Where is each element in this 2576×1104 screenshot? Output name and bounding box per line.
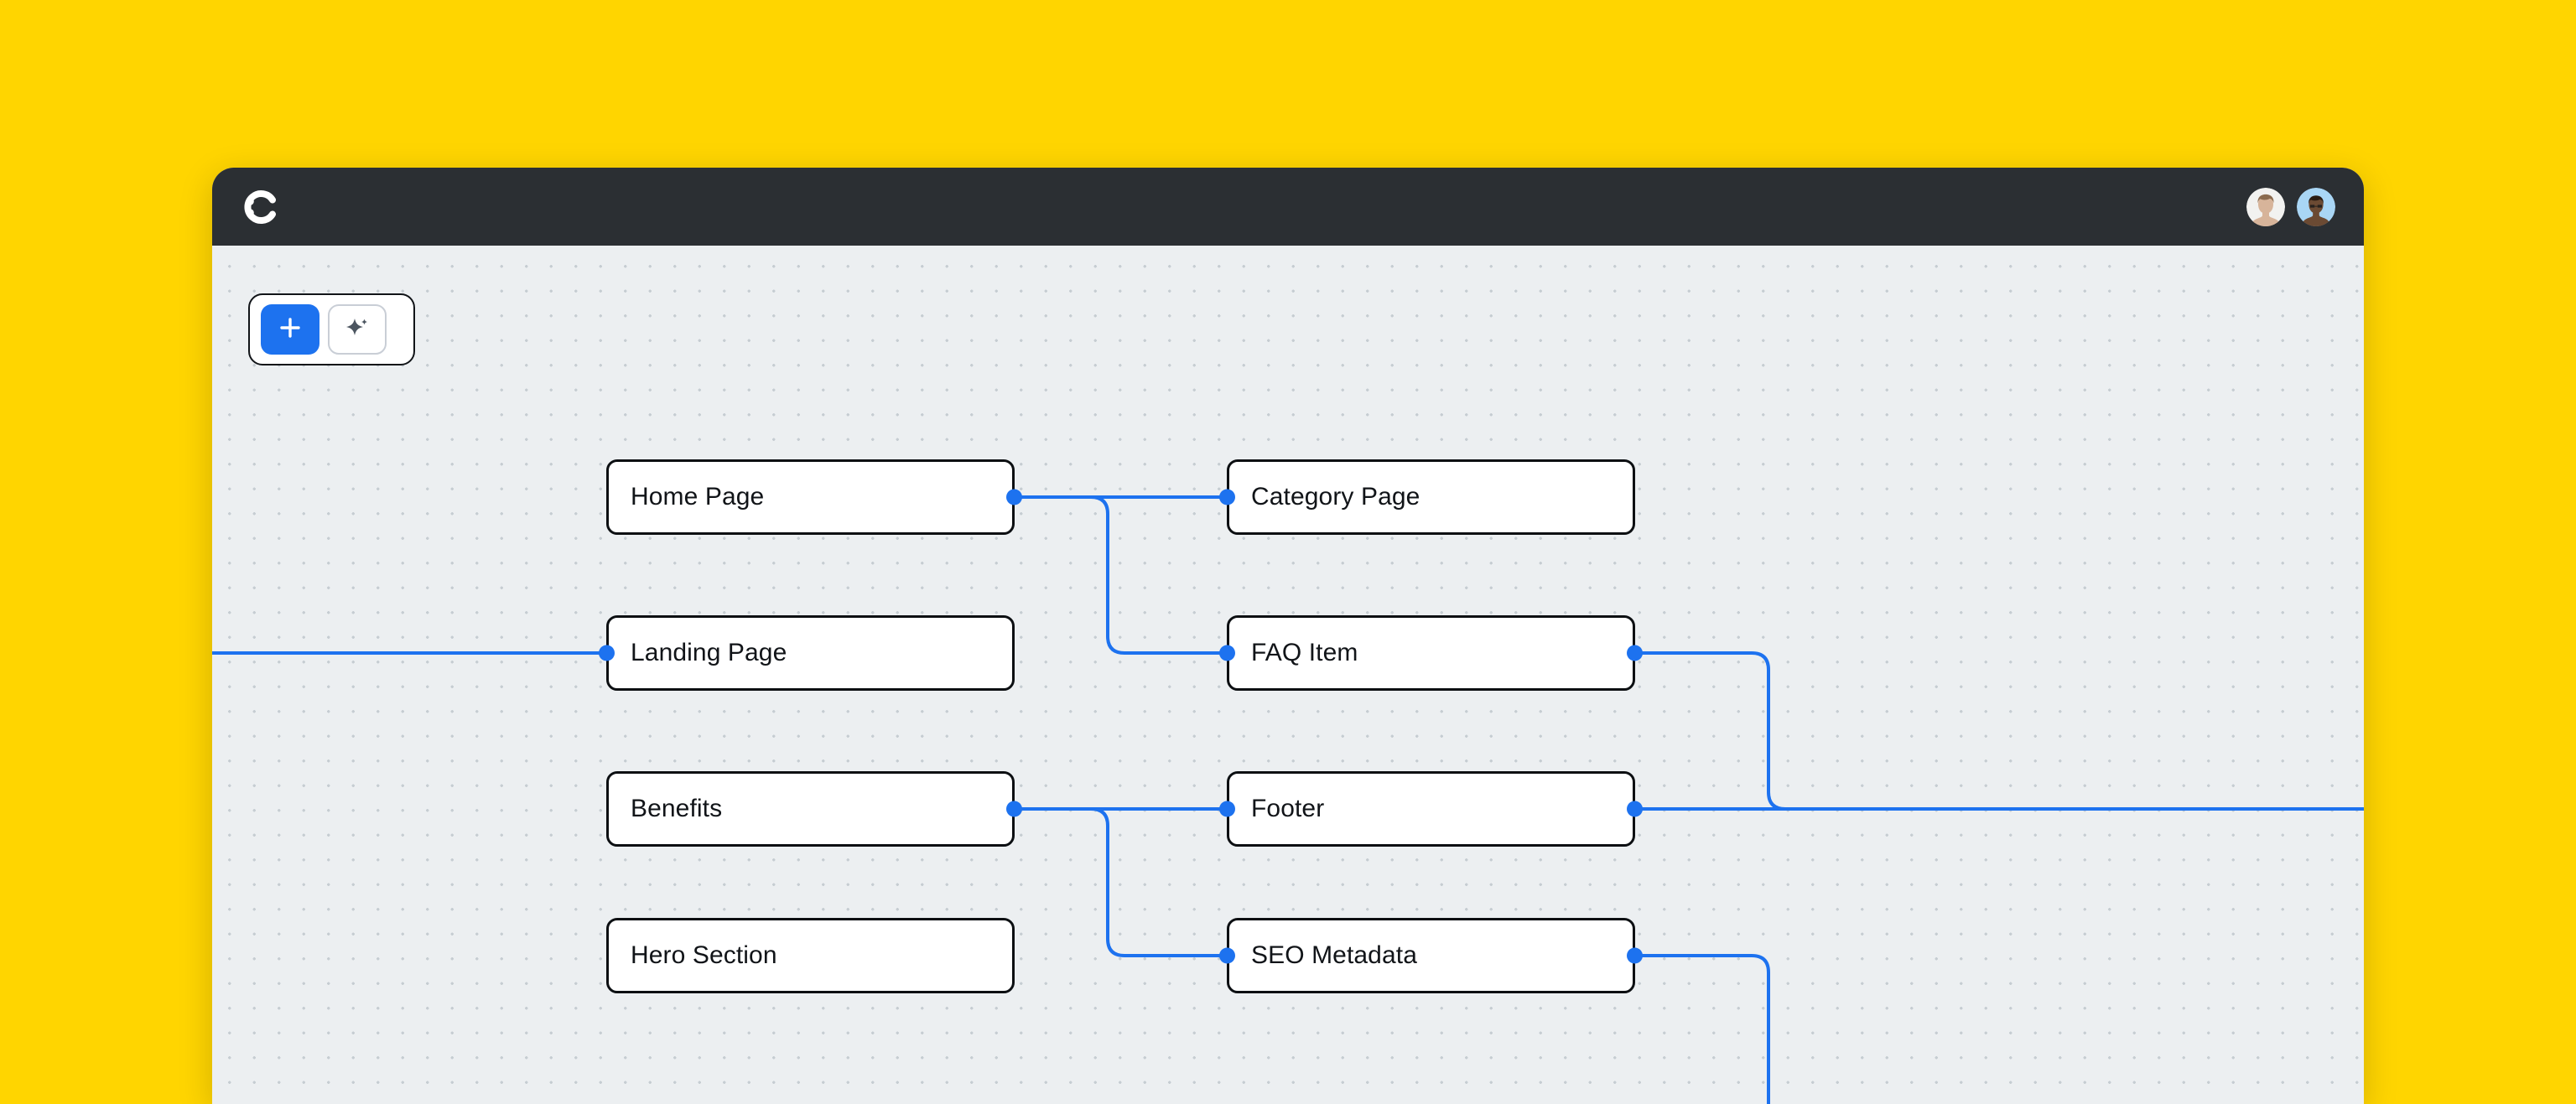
node-label: FAQ Item xyxy=(1251,639,1358,666)
port-left-category-page[interactable] xyxy=(1219,489,1235,505)
port-right-seo-metadata[interactable] xyxy=(1627,947,1643,964)
node-label: Hero Section xyxy=(631,941,777,969)
canvas-toolbar xyxy=(248,293,415,365)
node-landing-page[interactable]: Landing Page xyxy=(599,615,1015,691)
app-window: Home Page Category Page Landing Page FAQ… xyxy=(212,168,2364,1104)
node-label: Footer xyxy=(1251,795,1325,822)
node-faq-item[interactable]: FAQ Item xyxy=(1219,615,1643,691)
add-node-button[interactable] xyxy=(261,304,319,355)
node-label: Category Page xyxy=(1251,483,1420,511)
avatar-user-2[interactable] xyxy=(2297,187,2335,226)
node-benefits[interactable]: Benefits xyxy=(606,771,1022,847)
node-label: SEO Metadata xyxy=(1251,941,1417,969)
node-footer[interactable]: Footer xyxy=(1219,771,1643,847)
node-label: Landing Page xyxy=(631,639,787,666)
port-left-seo-metadata[interactable] xyxy=(1219,947,1235,964)
port-left-faq-item[interactable] xyxy=(1219,645,1235,661)
node-label: Benefits xyxy=(631,795,723,822)
flow-canvas[interactable]: Home Page Category Page Landing Page FAQ… xyxy=(212,246,2364,1104)
port-right-home-page[interactable] xyxy=(1006,489,1022,505)
port-right-faq-item[interactable] xyxy=(1627,645,1643,661)
port-right-footer[interactable] xyxy=(1627,801,1643,817)
ai-assist-button[interactable] xyxy=(328,304,387,355)
node-seo-metadata[interactable]: SEO Metadata xyxy=(1219,918,1643,993)
port-right-benefits[interactable] xyxy=(1006,801,1022,817)
port-left-landing-page[interactable] xyxy=(599,645,615,661)
titlebar xyxy=(212,168,2364,246)
plus-icon xyxy=(278,315,303,345)
edge-home-page-to-faq-item xyxy=(1013,495,1228,655)
node-hero-section[interactable]: Hero Section xyxy=(606,918,1015,993)
node-home-page[interactable]: Home Page xyxy=(606,459,1022,535)
edge-benefits-to-seo-metadata xyxy=(1013,807,1228,957)
edge-seo-metadata-to-bottom-edge xyxy=(1633,954,1770,1104)
port-left-footer[interactable] xyxy=(1219,801,1235,817)
avatar-group xyxy=(2246,187,2335,226)
node-label: Home Page xyxy=(631,483,765,511)
avatar-user-1[interactable] xyxy=(2246,187,2285,226)
sparkle-icon xyxy=(343,314,371,346)
edge-faq-item-to-right-edge xyxy=(1633,651,2364,811)
node-category-page[interactable]: Category Page xyxy=(1219,459,1635,535)
brand-c-logo[interactable] xyxy=(242,189,278,225)
